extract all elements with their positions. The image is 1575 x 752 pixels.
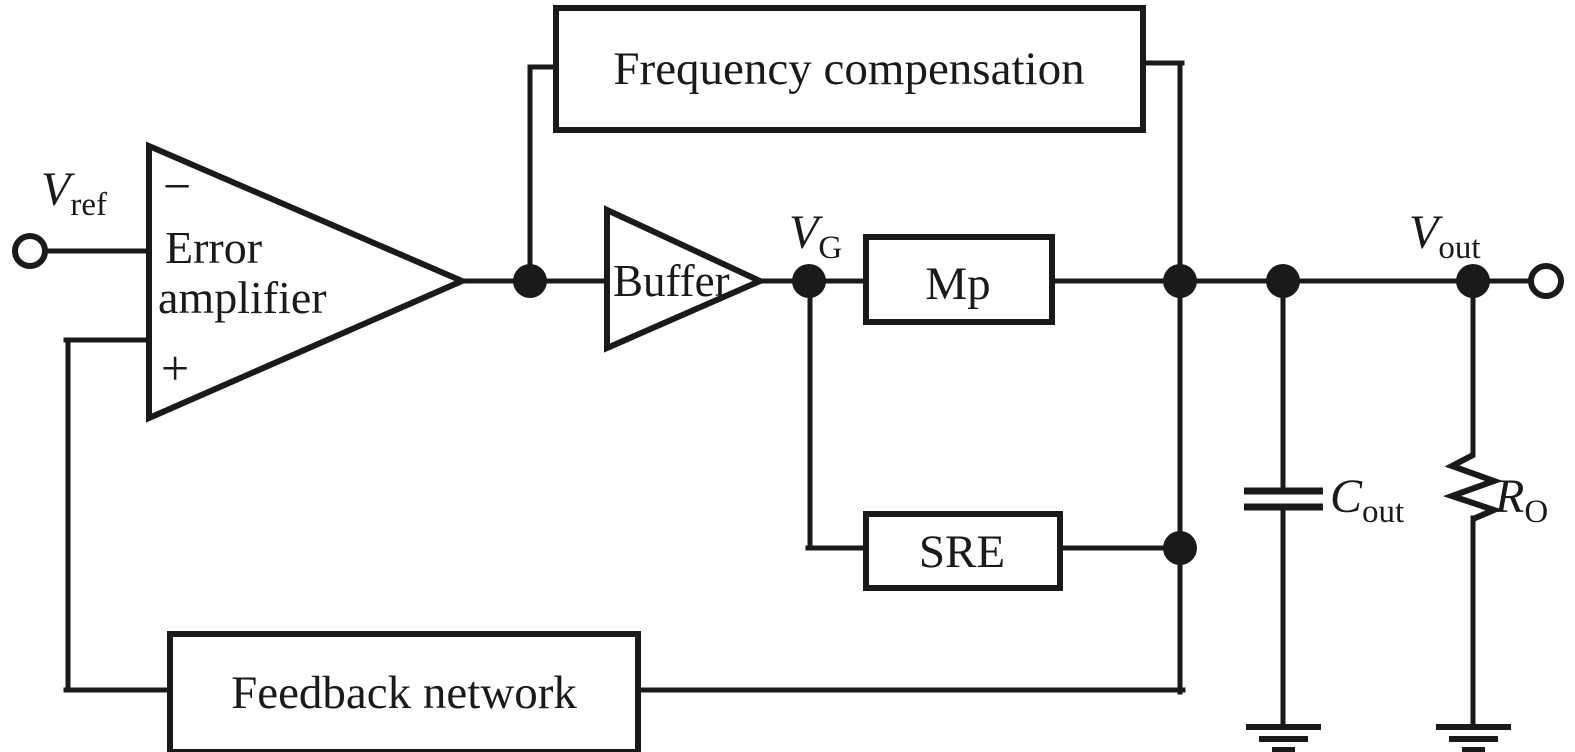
label-vref-sub: ref bbox=[70, 187, 107, 223]
label-error-amplifier-line2: amplifier bbox=[158, 272, 327, 323]
block-frequency-compensation[interactable] bbox=[553, 5, 1146, 133]
label-buffer: Buffer bbox=[613, 256, 730, 306]
node-dot-vout bbox=[1456, 264, 1490, 298]
label-cout-sub: out bbox=[1362, 494, 1404, 530]
label-mp: Mp bbox=[925, 258, 990, 310]
vref-terminal[interactable] bbox=[12, 233, 48, 269]
node-dot-amp-output bbox=[513, 264, 547, 298]
label-vout-sub: out bbox=[1438, 230, 1480, 266]
node-dot-cout bbox=[1266, 264, 1300, 298]
label-vref-base: V bbox=[41, 163, 75, 216]
label-vg-sub: G bbox=[818, 230, 842, 266]
node-dot-output-bus-top bbox=[1163, 264, 1197, 298]
label-feedback-network: Feedback network bbox=[231, 667, 577, 719]
node-dot-sre-output bbox=[1163, 531, 1197, 565]
label-cout: Cout bbox=[1330, 470, 1404, 530]
ro-zigzag bbox=[1442, 452, 1503, 522]
block-mp[interactable] bbox=[863, 234, 1055, 325]
block-sre[interactable] bbox=[863, 511, 1063, 591]
label-ro: RO bbox=[1494, 470, 1548, 530]
label-frequency-compensation: Frequency compensation bbox=[613, 43, 1084, 95]
label-vg: VG bbox=[789, 206, 842, 266]
block-error-amplifier[interactable] bbox=[146, 141, 470, 423]
ro-ground-symbol bbox=[1436, 724, 1511, 752]
label-ro-base: R bbox=[1494, 470, 1524, 523]
label-vout: Vout bbox=[1409, 206, 1481, 266]
vout-terminal[interactable] bbox=[1528, 263, 1564, 299]
label-sre: SRE bbox=[919, 526, 1005, 578]
cout-ground-symbol bbox=[1246, 724, 1321, 752]
block-feedback-network[interactable] bbox=[167, 631, 641, 752]
amp-plus-input-sign: + bbox=[161, 340, 189, 396]
label-vg-base: V bbox=[789, 206, 823, 259]
label-cout-base: C bbox=[1330, 470, 1363, 523]
label-ro-sub: O bbox=[1524, 494, 1548, 530]
block-buffer[interactable] bbox=[604, 205, 768, 353]
label-vref: Vref bbox=[41, 163, 107, 223]
amp-minus-input-sign: − bbox=[163, 158, 191, 214]
node-dot-vg bbox=[792, 264, 826, 298]
label-vout-base: V bbox=[1409, 206, 1443, 259]
label-error-amplifier-line1: Error bbox=[165, 222, 262, 273]
